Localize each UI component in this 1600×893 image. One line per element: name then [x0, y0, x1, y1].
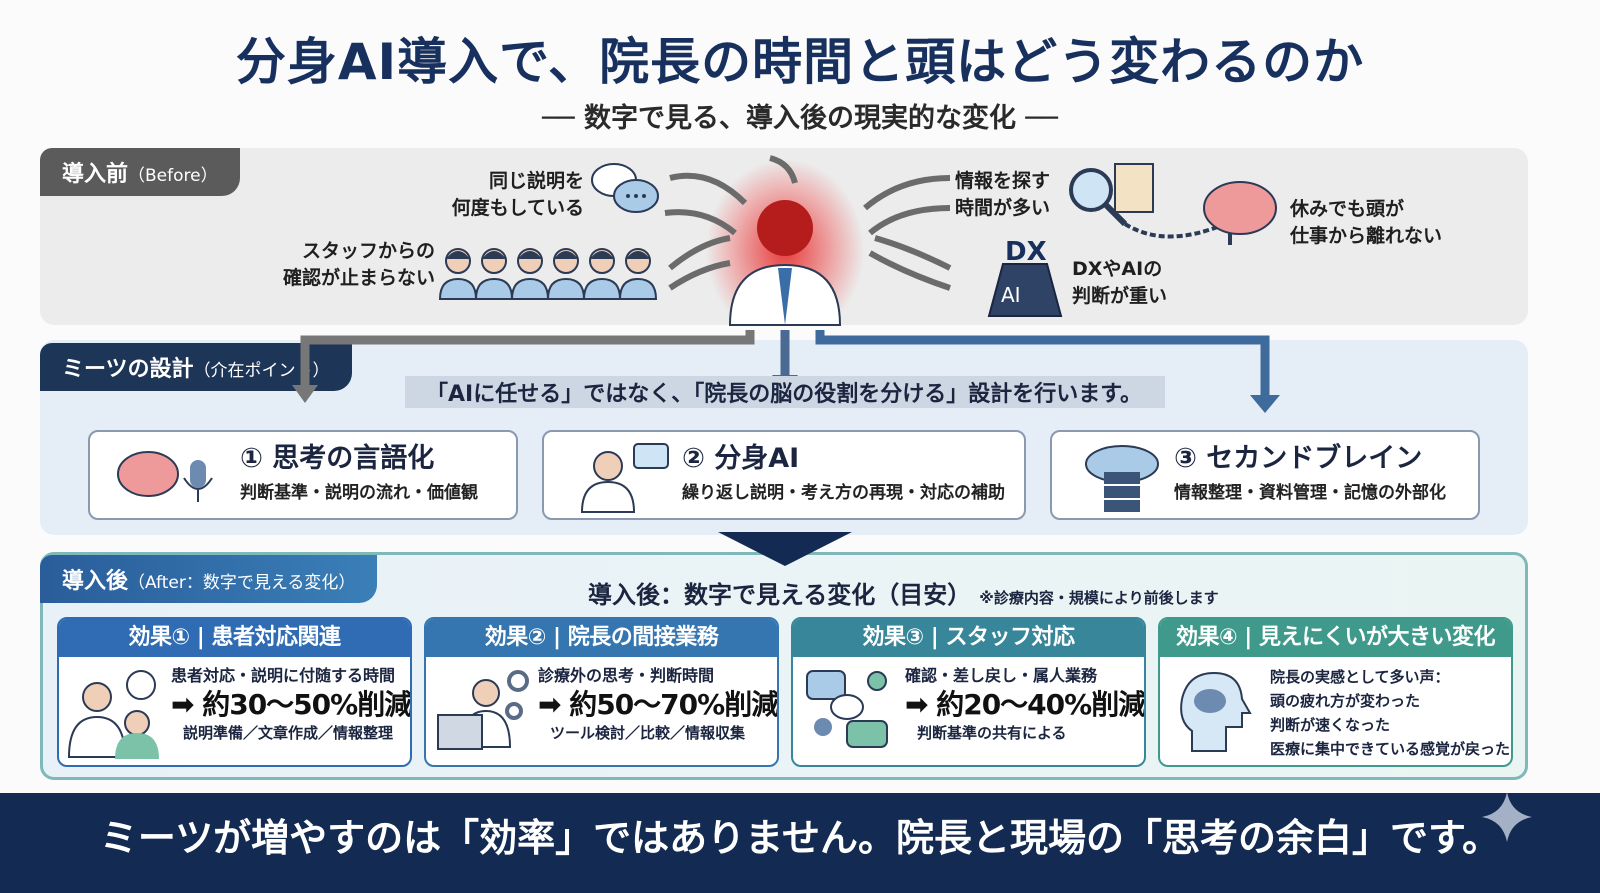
design-tab-sub: （介在ポイント）: [193, 361, 330, 381]
design-card-verbalization: ① 思考の言語化判断基準・説明の流れ・価値観: [88, 430, 518, 520]
after-tab: 導入後（After：数字で見える変化）: [40, 555, 378, 603]
card-sub: 繰り返し説明・考え方の再現・対応の補助: [682, 483, 1005, 503]
doctor-patient-clock-icon: [67, 670, 159, 759]
after-heading-row: 導入後：数字で見える変化（目安） ※診療内容・規模により前後します: [588, 575, 1219, 610]
doctor-chat-icon: [580, 443, 669, 513]
footer-message: ミーツが増やすのは「効率」ではありません。院長と現場の「思考の余白」です。: [0, 793, 1600, 893]
staff-chat-icon: [806, 670, 888, 748]
before-tab-label: 導入前: [62, 162, 129, 187]
voice-line: 頭の疲れ方が変わった: [1270, 692, 1421, 710]
effect-card-2: 効果② | 院長の間接業務 診療外の思考・判断時間 ➡ 約50〜70%削減 ツー…: [424, 617, 779, 767]
pain-cannot-rest: 休みでも頭が仕事から離れない: [1290, 198, 1443, 247]
effect-header: 効果④ | 見えにくいが大きい変化: [1160, 619, 1511, 657]
before-tab-sub: （Before）: [128, 166, 218, 186]
pain-staff-questions: スタッフからの確認が止まらない: [282, 240, 435, 289]
after-note: ※診療内容・規模により前後します: [979, 589, 1219, 607]
effect-body: 確認・差し戻し・属人業務 ➡ 約20〜40%削減 判断基準の共有による: [905, 665, 1144, 743]
before-tab: 導入前（Before）: [40, 148, 240, 196]
voice-line: 医療に集中できている感覚が戻った: [1270, 740, 1511, 758]
card-title: ③ セカンドブレイン: [1174, 443, 1423, 474]
effect-line: 患者対応・説明に付随する時間: [171, 666, 396, 685]
sparkle-icon: [1482, 792, 1532, 842]
effect-detail: 説明準備／文章作成／情報整理: [183, 724, 394, 742]
effect-card-1: 効果① | 患者対応関連 患者対応・説明に付随する時間 ➡ 約30〜50%削減 …: [57, 617, 412, 767]
design-card-avatar-ai: ② 分身AI 繰り返し説明・考え方の再現・対応の補助: [542, 430, 1026, 520]
weight-icon: DX AI: [987, 237, 1063, 317]
after-tab-sub: （After：数字で見える変化）: [128, 573, 356, 593]
speech-bubbles-icon: [591, 163, 659, 213]
effect-line: 診療外の思考・判断時間: [538, 666, 715, 685]
card-text: ① 思考の言語化判断基準・説明の流れ・価値観: [240, 442, 510, 504]
effect-body: 患者対応・説明に付随する時間 ➡ 約30〜50%削減 説明準備／文章作成／情報整…: [171, 665, 410, 743]
effect-voices: 院長の実感として多い声： 頭の疲れ方が変わった判断が速くなった医療に集中できている…: [1270, 665, 1510, 761]
voice-line: 判断が速くなった: [1270, 716, 1391, 734]
card-title: ② 分身AI: [682, 443, 800, 474]
card-sub: 判断基準・説明の流れ・価値観: [240, 483, 478, 503]
effect-line: 確認・差し戻し・属人業務: [905, 666, 1098, 685]
design-message: 「AIに任せる」ではなく、「院長の脳の役割を分ける」設計を行います。: [425, 382, 1142, 407]
after-tab-label: 導入後: [62, 569, 129, 594]
effect-detail: ツール検討／比較／情報収集: [550, 724, 746, 742]
weight-ai-label: AI: [1001, 283, 1021, 307]
page-title: 分身AI導入で、院長の時間と頭はどう変わるのか: [235, 33, 1365, 91]
stressed-doctor-icon: [728, 200, 842, 326]
relaxed-head-icon: [1180, 671, 1252, 752]
design-panel: ミーツの設計（介在ポイント） 「AIに任せる」ではなく、「院長の脳の役割を分ける…: [40, 330, 1528, 535]
design-tab: ミーツの設計（介在ポイント）: [40, 343, 352, 391]
effect-card-3: 効果③ | スタッフ対応 確認・差し戻し・属人業務 ➡ 約20〜40%削減 判断…: [791, 617, 1146, 767]
effect-body: 診療外の思考・判断時間 ➡ 約50〜70%削減 ツール検討／比較／情報収集: [538, 665, 777, 743]
effect-header: 効果① | 患者対応関連: [59, 619, 410, 657]
card-sub: 情報整理・資料管理・記憶の外部化: [1174, 483, 1446, 503]
effect-result: ➡ 約50〜70%削減: [538, 688, 779, 721]
message-highlight: [405, 376, 1165, 408]
cloud-server-icon: [1085, 445, 1159, 512]
effect-result: ➡ 約30〜50%削減: [171, 688, 412, 721]
design-tab-label: ミーツの設計: [62, 357, 194, 382]
effect-header: 効果② | 院長の間接業務: [426, 619, 777, 657]
chained-brain-icon: [1203, 181, 1277, 245]
page-subtitle: ── 数字で見る、導入後の現実的な変化 ──: [542, 103, 1058, 134]
doctor-computer-gears-icon: [437, 670, 529, 750]
incoming-arrows: [664, 155, 952, 291]
card-text: ③ セカンドブレイン情報整理・資料管理・記憶の外部化: [1174, 442, 1472, 504]
weight-top-label: DX: [1005, 237, 1047, 267]
staff-group-icon: [438, 248, 657, 300]
pain-dx-ai-decision: DXやAIの判断が重い: [1072, 258, 1168, 307]
card-title: ① 思考の言語化: [240, 443, 435, 474]
voice-line: 院長の実感として多い声：: [1270, 668, 1450, 686]
down-triangle: [718, 532, 852, 566]
brain-microphone-icon: [117, 451, 213, 502]
effect-header: 効果③ | スタッフ対応: [793, 619, 1144, 657]
after-heading: 導入後：数字で見える変化（目安）: [588, 581, 972, 609]
effect-card-4: 効果④ | 見えにくいが大きい変化 院長の実感として多い声： 頭の疲れ方が変わった…: [1158, 617, 1513, 767]
effect-result: ➡ 約20〜40%削減: [905, 688, 1146, 721]
magnifier-document-icon: [1069, 163, 1226, 239]
pain-same-explanation: 同じ説明を何度もしている: [451, 170, 584, 219]
before-panel: 導入前（Before） 同じ説明を何度もしている スタッフからの確認が止まらない…: [40, 148, 1528, 326]
design-card-second-brain: ③ セカンドブレイン情報整理・資料管理・記憶の外部化: [1050, 430, 1480, 520]
card-text: ② 分身AI 繰り返し説明・考え方の再現・対応の補助: [682, 442, 1018, 504]
effect-detail: 判断基準の共有による: [917, 724, 1067, 742]
pain-info-search: 情報を探す時間が多い: [955, 170, 1051, 219]
